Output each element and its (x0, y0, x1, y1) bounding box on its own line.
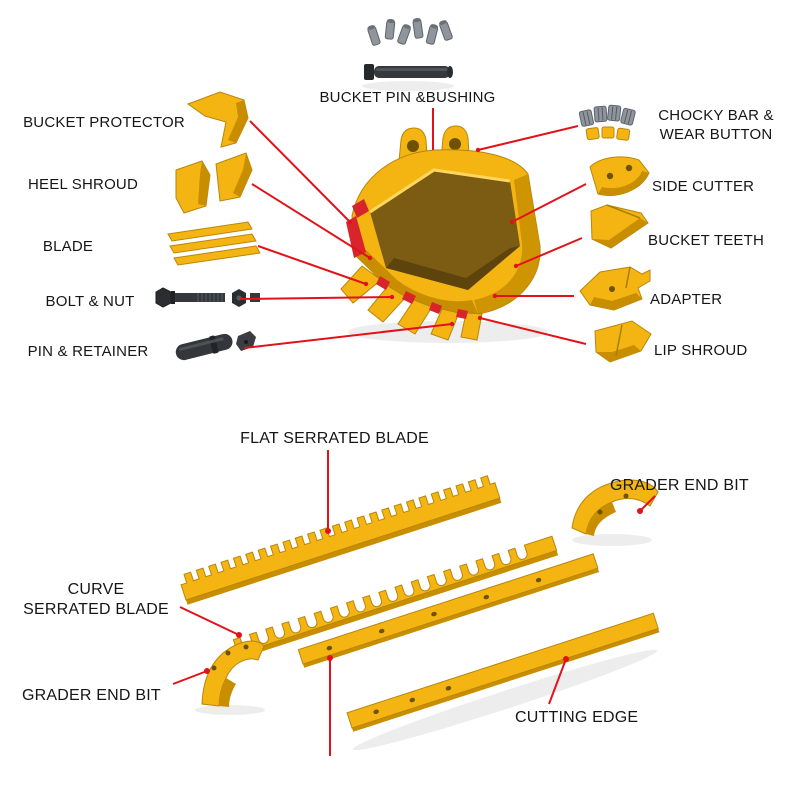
grader-end-bit-top-illustration (571, 479, 659, 546)
leader-grader-end-bit-top (639, 495, 656, 512)
leader-bucket-protector (249, 120, 351, 223)
label-curve-serrated-blade: CURVE SERRATED BLADE (10, 580, 182, 620)
leader-blade (257, 245, 367, 285)
leader-chocky-bar (477, 125, 579, 151)
label-bucket-teeth: BUCKET TEETH (648, 232, 765, 249)
label-chocky-bar-wear-button: CHOCKY BAR & WEAR BUTTON (640, 106, 792, 144)
excavator-bucket-illustration (340, 125, 548, 343)
bucket-teeth-row (340, 265, 483, 341)
label-bucket-pin-bushing: BUCKET PIN &BUSHING (319, 89, 496, 106)
leader-curve-serrated (179, 606, 240, 636)
side-cutter-illustration (589, 156, 650, 196)
bucket-pin (364, 64, 453, 80)
heel-shroud-illustration (175, 152, 253, 214)
lip-shroud-illustration (594, 320, 652, 363)
leader-heel-shroud (251, 183, 371, 259)
label-pin-retainer: PIN & RETAINER (27, 343, 149, 360)
leader-side-cutter (511, 183, 587, 223)
adapter-illustration (579, 266, 651, 311)
label-flat-serrated-blade: FLAT SERRATED BLADE (240, 430, 429, 447)
label-bucket-protector: BUCKET PROTECTOR (23, 114, 185, 131)
label-chocky-bar-line2: WEAR BUTTON (659, 126, 773, 143)
label-grader-end-bit-top: GRADER END BIT (610, 477, 749, 494)
label-lip-shroud: LIP SHROUD (654, 342, 748, 359)
grader-end-bit-bottom-illustration (195, 640, 265, 715)
label-curve-serrated-line2: SERRATED BLADE (23, 601, 169, 618)
blades-shadow (352, 649, 658, 751)
label-bolt-nut: BOLT & NUT (45, 293, 135, 310)
leader-bucket-teeth (515, 237, 583, 267)
label-grader-end-bit-bottom: GRADER END BIT (22, 687, 161, 704)
pin-and-retainer-illustration (175, 331, 256, 361)
leader-bolt-nut (239, 296, 393, 300)
cutting-edge-second-illustration (346, 612, 660, 732)
bucket-protector-illustration (186, 91, 249, 148)
leader-lip-shroud (479, 317, 587, 345)
label-cutting-edge: CUTTING EDGE (515, 709, 639, 726)
curve-serrated-blade-illustration (232, 535, 559, 659)
label-blade: BLADE (42, 238, 94, 255)
blade-illustration (167, 221, 261, 266)
bucket-pin-bushing-illustration (362, 18, 454, 91)
label-side-cutter: SIDE CUTTER (652, 178, 755, 195)
leader-dots (204, 147, 643, 674)
leader-lines (172, 108, 656, 756)
bolt-and-nut-illustration (155, 287, 260, 308)
label-heel-shroud: HEEL SHROUD (28, 176, 138, 193)
leader-cutting-edge (548, 658, 567, 705)
label-adapter: ADAPTER (650, 291, 723, 308)
bucket-tooth-illustration (590, 204, 649, 249)
flat-serrated-blade-illustration (180, 475, 502, 605)
chocky-bar-wear-button-illustration (578, 104, 636, 141)
bucket-edge-shrouds (346, 199, 468, 319)
cutting-edge-illustration (297, 553, 600, 668)
label-curve-serrated-line1: CURVE (67, 581, 125, 598)
leader-grader-end-bit-bottom (172, 670, 208, 685)
label-chocky-bar-line1: CHOCKY BAR & (658, 107, 774, 124)
leader-pin-retainer (243, 323, 453, 349)
